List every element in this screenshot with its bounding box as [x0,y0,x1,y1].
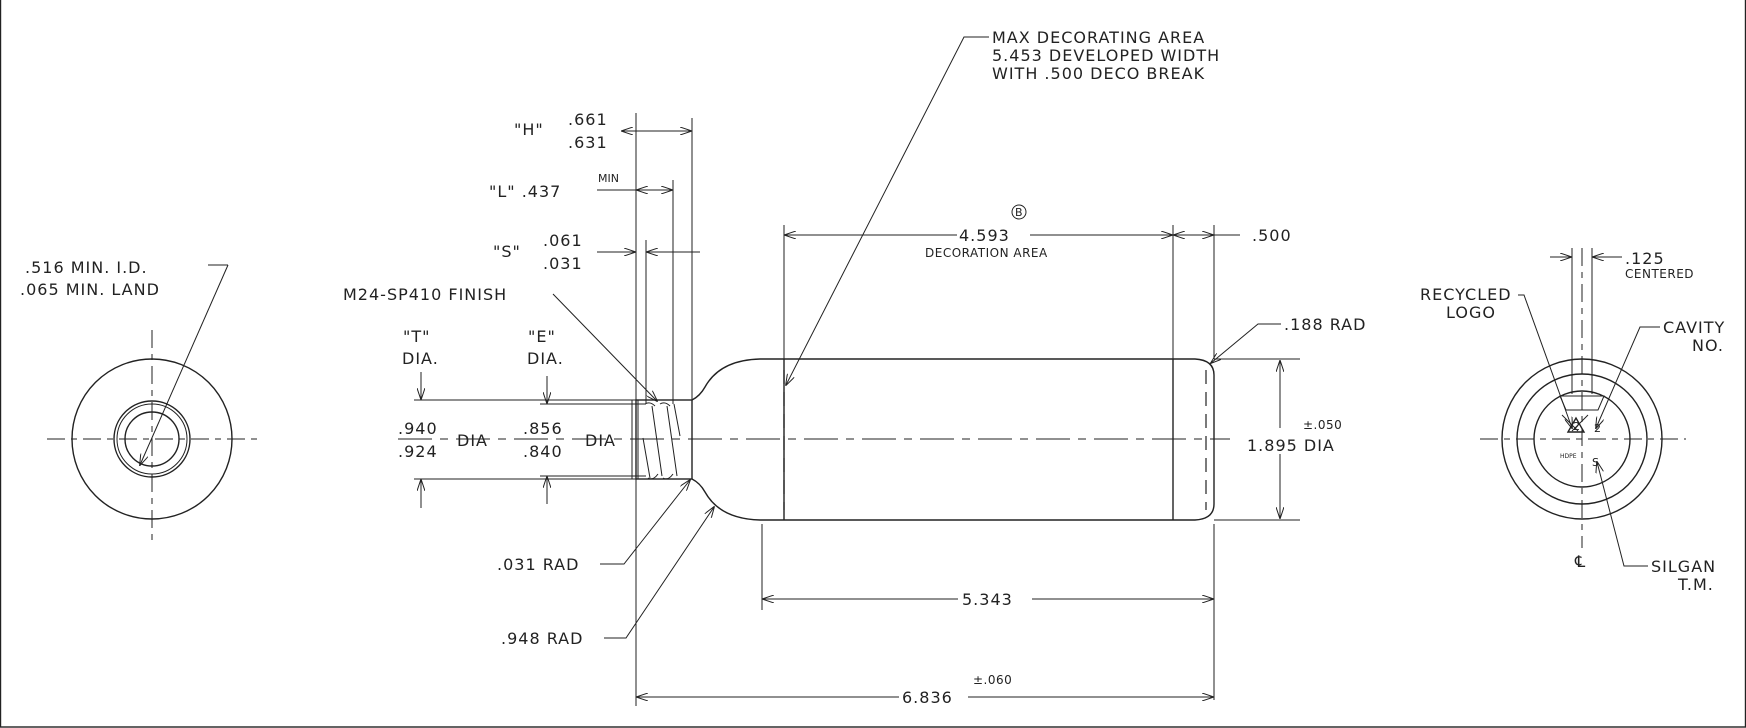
e-dia-label: DIA. [527,349,564,368]
t-min: .924 [398,442,438,461]
len-5343-value: 5.343 [962,590,1013,609]
e-label: "E" [528,327,556,346]
finish-top-view [47,264,258,545]
dim-125-value: .125 [1625,249,1665,268]
hdpe-mark: HDPE [1560,453,1577,460]
bottle-side-view [398,358,1230,521]
rad-031-label: .031 RAD [497,555,579,574]
t-suffix: DIA [457,431,488,450]
deco-area-label: DECORATION AREA [925,246,1048,260]
recycled-logo-line2: LOGO [1446,303,1496,322]
s-label: "S" [493,242,521,261]
rad-948-label: .948 RAD [501,629,583,648]
centerline-symbol: ℄ [1574,552,1586,571]
break-500-value: .500 [1252,226,1292,245]
t-dia-label: DIA. [402,349,439,368]
h-label: "H" [514,120,544,139]
len-5343-dimension [761,524,1215,700]
h-max: .661 [568,110,608,129]
min-id-label: .516 MIN. I.D. [25,258,148,277]
deco-note-line3: WITH .500 DECO BREAK [992,64,1205,83]
s-max: .061 [543,231,583,250]
recycled-logo-line1: RECYCLED [1420,285,1512,304]
silgan-tm-line1: SILGAN [1651,557,1716,576]
e-max: .856 [523,419,563,438]
l-min: MIN [598,172,619,185]
h-min: .631 [568,133,608,152]
len-6836-value: 6.836 [902,688,953,707]
bottom-view [1480,248,1686,567]
deco-note-line2: 5.453 DEVELOPED WIDTH [992,46,1220,65]
t-max: .940 [398,419,438,438]
neck-dimensions [597,113,700,404]
body-dia-value: 1.895 DIA [1247,436,1335,455]
t-label: "T" [403,327,431,346]
recycle-number: 2 [1573,420,1580,433]
silgan-tm-mark: S [1592,456,1599,469]
centered-label: CENTERED [1625,267,1694,281]
silgan-tm-line2: T.M. [1677,575,1714,594]
rad-188-label: .188 RAD [1284,315,1366,334]
circle-b-mark: B [1015,206,1023,219]
finish-label: M24-SP410 FINISH [343,285,507,304]
deco-width-dimension [783,204,1240,359]
cavity-no-line2: NO. [1692,336,1724,355]
body-dia-dimension [1214,358,1300,521]
cavity-number-mark: 2 [1594,422,1601,435]
body-dia-tol: ±.050 [1303,418,1342,432]
e-min: .840 [523,442,563,461]
min-land-label: .065 MIN. LAND [20,280,160,299]
len-6836-tol: ±.060 [973,673,1012,687]
cavity-no-line1: CAVITY [1663,318,1725,337]
len-6836-dimension [635,479,1213,706]
e-suffix: DIA [585,431,616,450]
deco-note-line1: MAX DECORATING AREA [992,28,1205,47]
l-label: "L" .437 [489,182,561,201]
t-e-dimensions [414,372,646,508]
deco-width-value: 4.593 [959,226,1010,245]
s-min: .031 [543,254,583,273]
